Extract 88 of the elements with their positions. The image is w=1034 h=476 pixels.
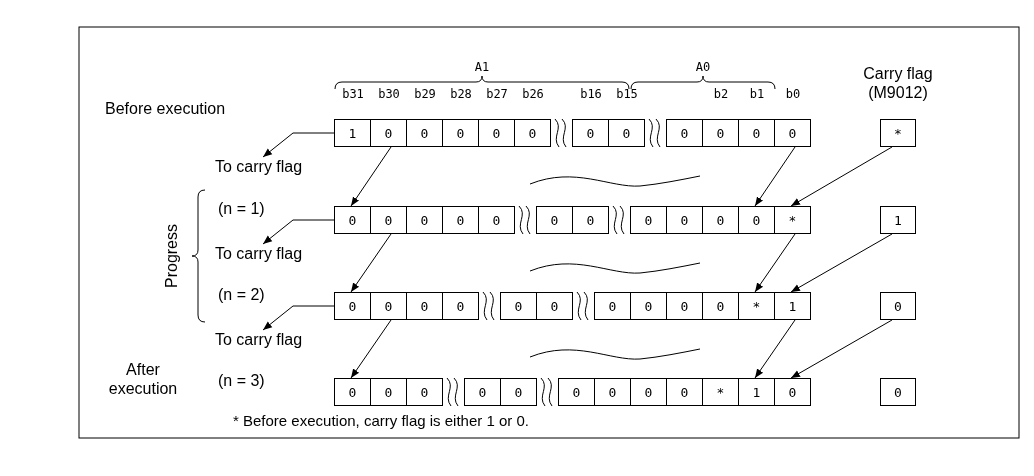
group-label: Progress [163,224,181,288]
arrow [350,319,392,379]
bit-number: b2 [713,87,729,101]
carry-flag-cell: 1 [880,206,916,234]
bit-cell: 0 [558,378,595,406]
bit-number: b31 [342,87,364,101]
arrow [350,146,392,207]
arrow [754,233,796,293]
bit-cell: 0 [594,378,631,406]
bit-cell: 0 [702,206,739,234]
bit-number: b16 [580,87,602,101]
bit-cell: 1 [334,119,371,147]
bit-cell: 0 [666,378,703,406]
carry-flag-target-text: To carry flag [215,157,303,177]
carry-flag-target-text: To carry flag [215,244,303,264]
register-name: A1 [474,60,490,74]
bit-cell: 0 [572,119,609,147]
arrow [262,132,336,158]
bit-cell: 0 [666,119,703,147]
arrow [754,319,796,379]
bit-number: b0 [785,87,801,101]
bit-cell: 0 [500,292,537,320]
bit-cell: 0 [406,119,443,147]
bit-cell: 0 [370,378,407,406]
bit-cell: 0 [500,378,537,406]
footnote: * Before execution, carry flag is either 1 or 0. [233,412,529,429]
carry-flag-cell: 0 [880,292,916,320]
bit-cell: 0 [738,119,775,147]
bit-cell: 0 [630,378,667,406]
bit-cell: 0 [334,206,371,234]
bit-number: b15 [616,87,638,101]
bit-cell: 0 [442,206,479,234]
step-label: (n = 2) [218,286,265,304]
column-heading: Carry flag (M9012) [862,64,934,102]
bit-cell: 0 [406,378,443,406]
register-name: A0 [695,60,711,74]
bit-number: b1 [749,87,765,101]
bit-cell: * [738,292,775,320]
bit-cell: 0 [774,119,811,147]
bit-cell: 0 [738,206,775,234]
arrow [350,233,392,293]
arrow [262,219,336,245]
bit-cell: 0 [666,292,703,320]
bit-cell: 0 [464,378,501,406]
bit-cell: 1 [738,378,775,406]
bit-cell: 0 [594,292,631,320]
bit-cell: 0 [702,119,739,147]
bit-number: b26 [522,87,544,101]
bit-cell: 0 [370,292,407,320]
row-label: After execution [107,360,179,398]
arrow [754,146,796,207]
bit-cell: 0 [702,292,739,320]
bit-cell: 0 [608,119,645,147]
bit-cell: 0 [630,206,667,234]
bit-cell: 0 [334,378,371,406]
bit-cell: 0 [536,292,573,320]
arrow [262,305,336,331]
carry-flag-cell: * [880,119,916,147]
bit-cell: 0 [774,378,811,406]
carry-flag-cell: 0 [880,378,916,406]
step-label: (n = 1) [218,200,265,218]
arrow [790,319,893,379]
bit-number: b27 [486,87,508,101]
bit-number: b30 [378,87,400,101]
carry-flag-target-text: To carry flag [215,330,303,350]
bit-cell: 1 [774,292,811,320]
bit-cell: * [774,206,811,234]
bit-cell: 0 [630,292,667,320]
bit-number: b29 [414,87,436,101]
bit-cell: 0 [514,119,551,147]
bit-cell: * [702,378,739,406]
bit-cell: 0 [442,292,479,320]
bit-number: b28 [450,87,472,101]
bit-cell: 0 [478,206,515,234]
bit-cell: 0 [666,206,703,234]
bit-cell: 0 [478,119,515,147]
row-label: Before execution [105,100,226,118]
bit-cell: 0 [406,292,443,320]
bit-cell: 0 [572,206,609,234]
bit-cell: 0 [334,292,371,320]
bit-cell: 0 [406,206,443,234]
bit-cell: 0 [370,206,407,234]
arrow [790,233,893,293]
step-label: (n = 3) [218,372,265,390]
bit-cell: 0 [536,206,573,234]
bit-cell: 0 [370,119,407,147]
bit-cell: 0 [442,119,479,147]
arrow [790,146,893,207]
